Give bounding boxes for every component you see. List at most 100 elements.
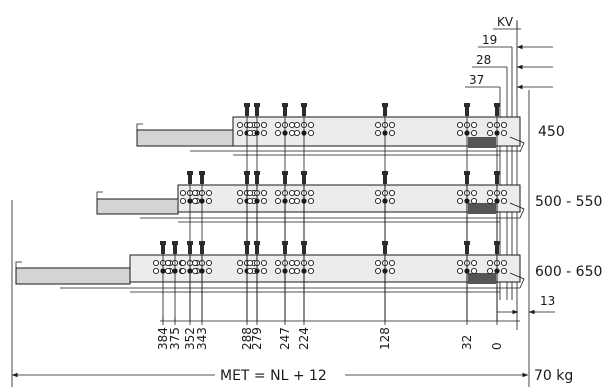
mounting-hole	[486, 259, 494, 267]
mounting-hole	[191, 197, 199, 205]
dimension-label-375: 375	[168, 327, 182, 350]
mounting-hole	[260, 197, 268, 205]
mounting-hole	[456, 267, 464, 275]
kv-label: KV	[497, 15, 514, 29]
mounting-hole	[486, 189, 494, 197]
mounting-hole	[191, 259, 199, 267]
mounting-hole	[246, 129, 254, 137]
damper-block	[468, 203, 496, 214]
mounting-hole	[307, 267, 315, 275]
screw-symbol	[172, 241, 178, 254]
mounting-hole	[307, 121, 315, 129]
dimension-label-0: 0	[490, 342, 504, 350]
mounting-hole	[388, 259, 396, 267]
mounting-hole	[470, 189, 478, 197]
cabinet-rail	[15, 267, 131, 285]
mounting-screws	[160, 103, 500, 254]
rail-hook	[136, 123, 143, 130]
mounting-hole	[260, 189, 268, 197]
mounting-hole	[260, 259, 268, 267]
mounting-holes	[152, 116, 508, 321]
screw-symbol	[282, 171, 288, 184]
mounting-hole	[236, 121, 244, 129]
mounting-hole	[236, 197, 244, 205]
mounting-hole	[246, 267, 254, 275]
mounting-hole	[456, 121, 464, 129]
mounting-hole	[486, 121, 494, 129]
screw-symbol	[254, 241, 260, 254]
dim-28-label: 28	[476, 53, 491, 67]
mounting-hole	[288, 267, 296, 275]
mounting-hole	[374, 129, 382, 137]
screw-symbol	[282, 103, 288, 116]
mounting-hole	[152, 259, 160, 267]
mounting-hole	[288, 189, 296, 197]
mounting-hole	[307, 259, 315, 267]
mounting-hole	[486, 129, 494, 137]
screw-symbol	[301, 103, 307, 116]
mounting-hole	[246, 121, 254, 129]
mounting-hole	[236, 189, 244, 197]
mounting-hole	[500, 197, 508, 205]
screw-symbol	[464, 241, 470, 254]
load-capacity-label: 70 kg	[534, 368, 573, 384]
mounting-hole	[374, 259, 382, 267]
screw-symbol	[301, 241, 307, 254]
offset-13-dimension: 13	[497, 294, 555, 315]
rail-hook	[96, 191, 103, 199]
mounting-hole	[470, 197, 478, 205]
mounting-hole	[236, 267, 244, 275]
mounting-hole	[164, 259, 172, 267]
screw-symbol	[382, 171, 388, 184]
mounting-hole	[205, 259, 213, 267]
length-label-600-650: 600 - 650	[535, 264, 602, 280]
mounting-hole	[486, 267, 494, 275]
screw-symbol	[382, 103, 388, 116]
mounting-hole	[293, 197, 301, 205]
mounting-hole	[470, 259, 478, 267]
mounting-hole	[260, 267, 268, 275]
mounting-hole	[388, 267, 396, 275]
dimension-label-279: 279	[250, 327, 264, 350]
front-lock	[509, 136, 525, 153]
mounting-hole	[456, 129, 464, 137]
mounting-hole	[307, 129, 315, 137]
screw-symbol	[199, 241, 205, 254]
screw-symbol	[301, 171, 307, 184]
mounting-hole	[500, 267, 508, 275]
mounting-hole	[274, 259, 282, 267]
mounting-hole	[307, 197, 315, 205]
mounting-hole	[470, 267, 478, 275]
mounting-hole	[152, 267, 160, 275]
screw-symbol	[244, 103, 250, 116]
mounting-hole	[500, 259, 508, 267]
slide-row-600-650	[15, 254, 525, 293]
mounting-hole	[486, 197, 494, 205]
mounting-hole	[293, 267, 301, 275]
mounting-hole	[374, 267, 382, 275]
screw-symbol	[494, 171, 500, 184]
mounting-hole	[260, 121, 268, 129]
mounting-hole	[374, 197, 382, 205]
screw-symbol	[382, 241, 388, 254]
mounting-hole	[388, 189, 396, 197]
screw-symbol	[282, 241, 288, 254]
front-lock	[509, 272, 525, 289]
mounting-hole	[500, 121, 508, 129]
total-length-dimension: MET = NL + 12 70 kg	[11, 200, 573, 387]
screw-symbol	[494, 241, 500, 254]
screw-symbol	[187, 171, 193, 184]
mounting-hole	[456, 197, 464, 205]
mounting-hole	[205, 267, 213, 275]
mounting-hole	[388, 129, 396, 137]
mounting-hole	[179, 189, 187, 197]
dimension-label-32: 32	[460, 335, 474, 350]
dim-19-label: 19	[482, 33, 497, 47]
length-label-450: 450	[538, 124, 565, 140]
mounting-hole	[246, 189, 254, 197]
mounting-hole	[274, 189, 282, 197]
cabinet-rail	[136, 129, 234, 147]
mounting-hole	[274, 121, 282, 129]
mounting-hole	[288, 129, 296, 137]
